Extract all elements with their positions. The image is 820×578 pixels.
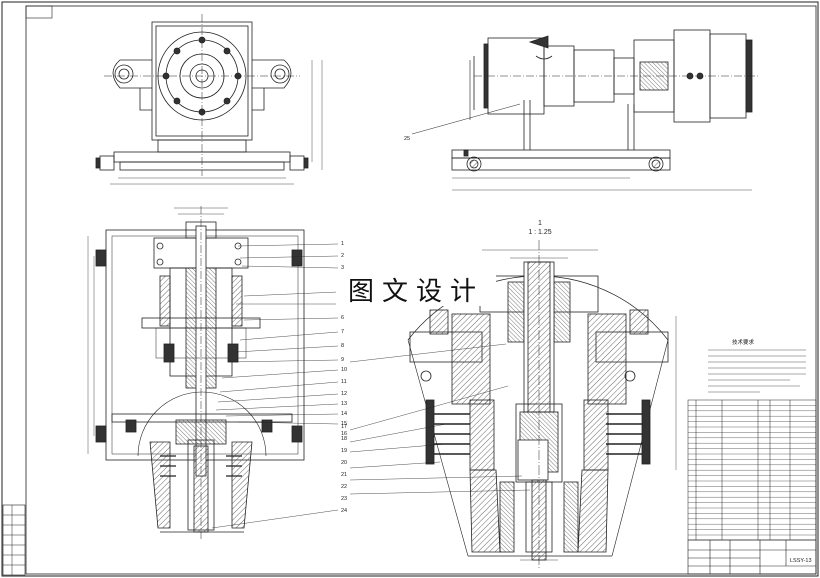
- part-label: 20: [341, 460, 347, 466]
- technical-requirements-title: 技术要求: [732, 338, 755, 346]
- section-view-label: 1 1 : 1.25: [520, 219, 560, 237]
- left-margin-strip: [2, 504, 26, 576]
- section-view-scale: 1 : 1.25: [528, 229, 552, 236]
- left-margin-cells: [3, 505, 25, 575]
- inner-border: [25, 5, 817, 575]
- part-label: 19: [341, 448, 347, 454]
- part-label: 3: [341, 265, 344, 271]
- part-label: 15: [341, 421, 347, 427]
- part-labels: 1234567891011121314151617181920212223242…: [341, 136, 410, 514]
- section-view-number: 1: [538, 220, 542, 227]
- part-label: 13: [341, 401, 347, 407]
- part-label: 12: [341, 391, 347, 397]
- part-label: 24: [341, 508, 347, 514]
- detail-section-view: [349, 240, 677, 570]
- main-section-view: [87, 206, 339, 540]
- part-label: 18: [341, 436, 347, 442]
- part-label: 7: [341, 329, 344, 335]
- part-label: 1: [341, 241, 344, 247]
- part-label: 16: [341, 431, 347, 437]
- part-label: 21: [341, 472, 347, 478]
- front-view: [95, 14, 323, 185]
- part-label: 14: [341, 411, 347, 417]
- drawing-code: LSSY-13: [790, 558, 812, 564]
- parts-list-table: [687, 399, 817, 541]
- title-block-frame: [687, 539, 817, 575]
- side-view: [411, 29, 760, 191]
- technical-requirements-lines: [708, 349, 806, 393]
- part-label: 2: [341, 253, 344, 259]
- part-label: 25: [404, 136, 410, 142]
- part-label: 17: [341, 424, 347, 430]
- part-label: 6: [341, 315, 344, 321]
- part-label: 8: [341, 343, 344, 349]
- corner-code-box: [25, 5, 53, 19]
- part-label: 10: [341, 367, 347, 373]
- part-label: 11: [341, 379, 347, 385]
- part-label: 23: [341, 496, 347, 502]
- part-label: 9: [341, 357, 344, 363]
- parts-list-rows: [688, 405, 816, 536]
- watermark-text: 图文设计: [336, 272, 496, 307]
- part-label: 22: [341, 484, 347, 490]
